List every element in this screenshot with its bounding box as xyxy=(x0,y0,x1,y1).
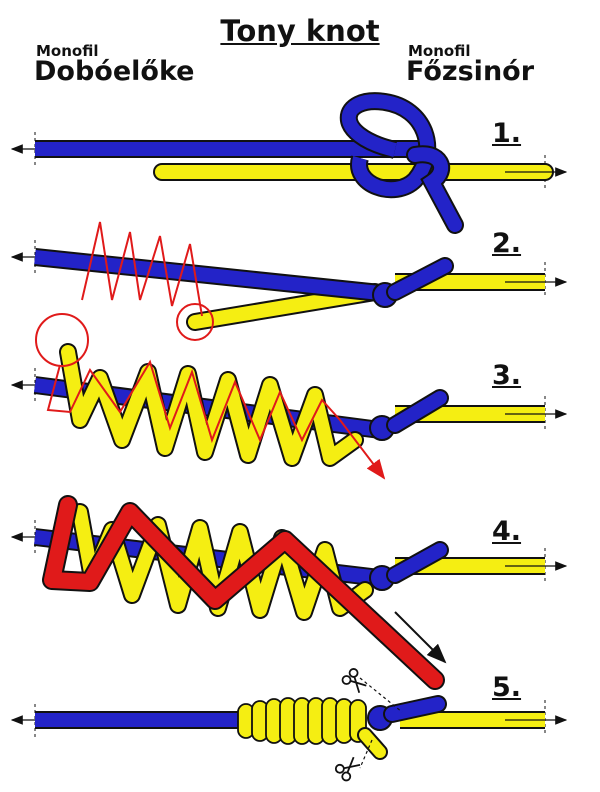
step-3-label: 3. xyxy=(492,360,522,391)
step-1-label: 1. xyxy=(492,118,522,149)
left-line-name: Dobóelőke xyxy=(34,56,195,87)
page-title: Tony knot xyxy=(220,14,380,48)
step-4-diagram xyxy=(10,495,568,690)
step-5-diagram xyxy=(10,677,568,769)
step-2-label: 2. xyxy=(492,228,522,259)
step-3-diagram xyxy=(10,313,568,480)
right-line-name: Főzsinór xyxy=(406,56,535,87)
scissors-icon xyxy=(341,668,367,693)
step-4-label: 4. xyxy=(492,516,522,547)
left-line-kind: Monofil xyxy=(36,42,99,60)
scissors-icon xyxy=(334,756,361,782)
right-line-kind: Monofil xyxy=(408,42,471,60)
step-5-label: 5. xyxy=(492,672,522,703)
step-2-diagram xyxy=(10,221,568,341)
step-1-diagram xyxy=(10,92,568,234)
